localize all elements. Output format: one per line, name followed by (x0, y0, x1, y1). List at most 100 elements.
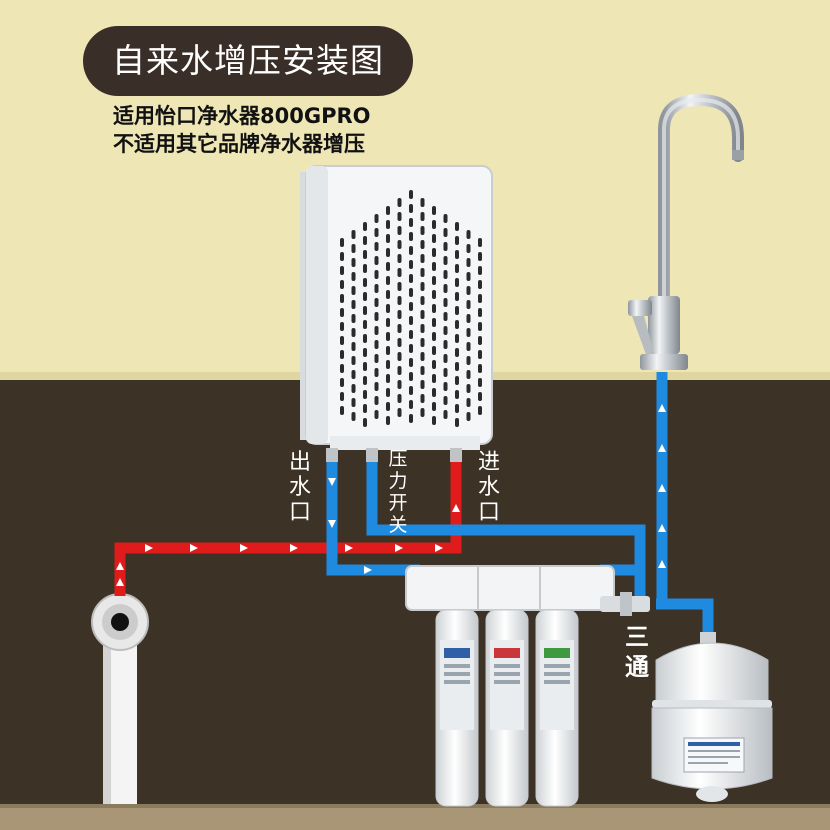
vent-slot (409, 232, 413, 241)
vent-slot (374, 312, 379, 321)
vent-slot (455, 278, 459, 287)
vent-slot (466, 356, 471, 365)
vent-slot (432, 360, 436, 369)
vent-slot (340, 294, 344, 303)
vent-slot (478, 280, 482, 289)
vent-slot (397, 366, 402, 375)
vent-slot (455, 362, 459, 371)
vent-slot (397, 310, 402, 319)
subtitle-not-compatible: 不适用其它品牌净水器增压 (113, 132, 365, 156)
vent-slot (409, 386, 413, 395)
vent-slot (386, 206, 390, 215)
vent-slot (443, 298, 448, 307)
vent-slot (351, 356, 356, 365)
vent-slot (340, 406, 344, 415)
vent-slot (363, 320, 367, 329)
page-title: 自来水增压安装图 (83, 26, 413, 96)
vent-slot (351, 342, 356, 351)
vent-slot (420, 198, 425, 207)
vent-slot (420, 324, 425, 333)
vent-slot (432, 346, 436, 355)
vent-slot (363, 404, 367, 413)
vent-slot (432, 374, 436, 383)
vent-slot (397, 198, 402, 207)
vent-slot (443, 284, 448, 293)
label-tee-fitting: 三通 (625, 623, 649, 681)
vent-slot (432, 220, 436, 229)
vent-slot (478, 406, 482, 415)
vent-slot (351, 300, 356, 309)
vent-slot (409, 400, 413, 409)
vent-slot (420, 310, 425, 319)
vent-slot (409, 358, 413, 367)
vent-slot (466, 286, 471, 295)
vent-slot (432, 234, 436, 243)
vent-slot (466, 342, 471, 351)
outlet-pipe-blue (326, 372, 714, 640)
vent-slot (420, 380, 425, 389)
storage-tank-icon (651, 632, 773, 802)
booster-pump-icon (300, 165, 493, 462)
vent-slot (340, 280, 344, 289)
vent-slot (409, 344, 413, 353)
vent-slot (363, 348, 367, 357)
vent-slot (386, 360, 390, 369)
vent-slot (351, 258, 356, 267)
vent-slot (455, 390, 459, 399)
vent-slot (374, 354, 379, 363)
vent-slot (432, 304, 436, 313)
vent-slot (386, 220, 390, 229)
vent-slot (455, 306, 459, 315)
floor-edge (0, 804, 830, 808)
vent-slot (397, 352, 402, 361)
vent-slot (351, 286, 356, 295)
vent-slot (351, 244, 356, 253)
vent-slot (374, 326, 379, 335)
vent-slot (374, 228, 379, 237)
vent-slot (386, 388, 390, 397)
vent-slot (351, 230, 356, 239)
vent-slot (351, 328, 356, 337)
vent-slot (420, 296, 425, 305)
vent-slot (420, 212, 425, 221)
vent-slot (478, 336, 482, 345)
vent-slot (455, 334, 459, 343)
vent-slot (363, 390, 367, 399)
vent-slot (432, 388, 436, 397)
vent-slot (455, 236, 459, 245)
vent-slot (466, 272, 471, 281)
vent-slot (466, 384, 471, 393)
vent-slot (340, 364, 344, 373)
vent-slot (478, 322, 482, 331)
vent-slot (432, 290, 436, 299)
vent-slot (363, 278, 367, 287)
vent-slot (420, 282, 425, 291)
vent-slot (478, 266, 482, 275)
vent-slot (397, 380, 402, 389)
vent-slot (374, 256, 379, 265)
vent-slot (455, 250, 459, 259)
vent-slot (478, 350, 482, 359)
vent-slot (374, 340, 379, 349)
vent-slot (432, 262, 436, 271)
vent-slot (455, 222, 459, 231)
vent-slot (374, 284, 379, 293)
vent-slot (386, 290, 390, 299)
vent-slot (340, 252, 344, 261)
vent-slot (351, 314, 356, 323)
vent-slot (443, 396, 448, 405)
label-pressure-switch: 压力开关 (388, 448, 408, 536)
vent-slot (386, 346, 390, 355)
inlet-pipe-red (114, 452, 462, 596)
vent-slot (455, 320, 459, 329)
vent-slot (409, 190, 413, 199)
vent-slot (409, 288, 413, 297)
vent-slot (420, 226, 425, 235)
vent-slot (420, 394, 425, 403)
vent-slot (397, 254, 402, 263)
vent-slot (443, 410, 448, 419)
vent-slot (351, 398, 356, 407)
vent-slot (397, 268, 402, 277)
